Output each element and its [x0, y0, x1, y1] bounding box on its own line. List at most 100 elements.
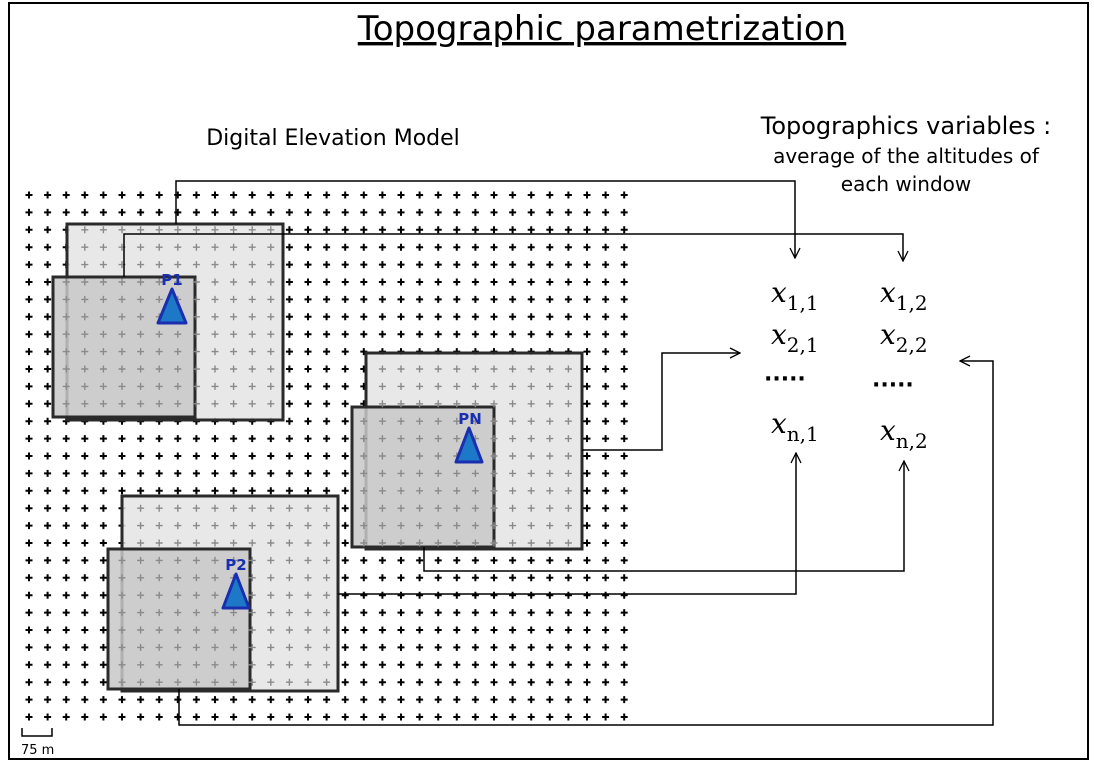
- grid-cross: [285, 278, 293, 286]
- grid-cross: [490, 609, 498, 617]
- grid-cross: [490, 278, 498, 286]
- grid-cross: [44, 556, 52, 564]
- grid-cross: [360, 626, 368, 634]
- grid-cross: [416, 417, 424, 425]
- grid-cross: [155, 678, 163, 686]
- grid-cross: [248, 191, 256, 199]
- grid-cross: [583, 539, 591, 547]
- grid-cross: [397, 365, 405, 373]
- grid-cross: [81, 208, 89, 216]
- grid-cross: [397, 713, 405, 721]
- grid-cross: [527, 261, 535, 269]
- grid-cross: [378, 591, 386, 599]
- grid-cross: [546, 435, 554, 443]
- grid-cross: [230, 382, 238, 390]
- grid-cross: [267, 208, 275, 216]
- grid-cross: [471, 417, 479, 425]
- grid-cross: [285, 522, 293, 530]
- grid-cross: [360, 487, 368, 495]
- grid-cross: [155, 609, 163, 617]
- grid-cross: [527, 243, 535, 251]
- grid-cross: [267, 226, 275, 234]
- grid-cross: [546, 713, 554, 721]
- grid-cross: [509, 261, 517, 269]
- grid-cross: [192, 556, 200, 564]
- grid-cross: [211, 435, 219, 443]
- grid-cross: [285, 261, 293, 269]
- var-x12: x1,2: [880, 276, 928, 315]
- grid-cross: [378, 522, 386, 530]
- grid-cross: [99, 469, 107, 477]
- grid-cross: [118, 713, 126, 721]
- grid-cross: [527, 556, 535, 564]
- grid-cross: [564, 696, 572, 704]
- grid-cross: [583, 365, 591, 373]
- grid-cross: [583, 330, 591, 338]
- grid-cross: [192, 261, 200, 269]
- grid-cross: [323, 539, 331, 547]
- grid-cross: [509, 400, 517, 408]
- grid-cross: [62, 313, 70, 321]
- pn-marker-icon: [454, 426, 484, 464]
- grid-cross: [509, 208, 517, 216]
- grid-cross: [546, 487, 554, 495]
- grid-cross: [62, 487, 70, 495]
- grid-cross: [620, 626, 628, 634]
- grid-cross: [490, 626, 498, 634]
- grid-cross: [267, 539, 275, 547]
- grid-cross: [155, 713, 163, 721]
- grid-cross: [583, 295, 591, 303]
- grid-cross: [583, 226, 591, 234]
- grid-cross: [137, 504, 145, 512]
- grid-cross: [583, 243, 591, 251]
- grid-cross: [62, 400, 70, 408]
- grid-cross: [99, 556, 107, 564]
- grid-cross: [527, 400, 535, 408]
- grid-cross: [25, 591, 33, 599]
- grid-cross: [304, 609, 312, 617]
- grid-cross: [341, 226, 349, 234]
- grid-cross: [453, 678, 461, 686]
- grid-cross: [509, 278, 517, 286]
- grid-cross: [155, 452, 163, 460]
- grid-cross: [174, 226, 182, 234]
- grid-cross: [602, 452, 610, 460]
- grid-cross: [546, 626, 554, 634]
- grid-cross: [546, 191, 554, 199]
- grid-cross: [527, 330, 535, 338]
- grid-cross: [378, 417, 386, 425]
- grid-cross: [527, 591, 535, 599]
- grid-cross: [267, 243, 275, 251]
- grid-cross: [118, 678, 126, 686]
- grid-cross: [602, 365, 610, 373]
- grid-cross: [434, 713, 442, 721]
- grid-cross: [434, 191, 442, 199]
- grid-cross: [453, 626, 461, 634]
- grid-cross: [490, 191, 498, 199]
- grid-cross: [230, 609, 238, 617]
- grid-cross: [564, 208, 572, 216]
- grid-cross: [62, 626, 70, 634]
- grid-cross: [360, 591, 368, 599]
- grid-cross: [192, 400, 200, 408]
- grid-cross: [490, 487, 498, 495]
- grid-cross: [62, 191, 70, 199]
- grid-cross: [99, 278, 107, 286]
- grid-cross: [211, 609, 219, 617]
- grid-cross: [397, 643, 405, 651]
- grid-cross: [285, 191, 293, 199]
- grid-cross: [267, 469, 275, 477]
- grid-cross: [99, 382, 107, 390]
- grid-cross: [546, 591, 554, 599]
- grid-cross: [416, 696, 424, 704]
- grid-cross: [192, 208, 200, 216]
- grid-cross: [285, 539, 293, 547]
- grid-cross: [323, 435, 331, 443]
- grid-cross: [99, 435, 107, 443]
- grid-cross: [230, 452, 238, 460]
- grid-cross: [44, 539, 52, 547]
- grid-cross: [564, 400, 572, 408]
- grid-cross: [99, 574, 107, 582]
- grid-cross: [137, 522, 145, 530]
- grid-cross: [527, 487, 535, 495]
